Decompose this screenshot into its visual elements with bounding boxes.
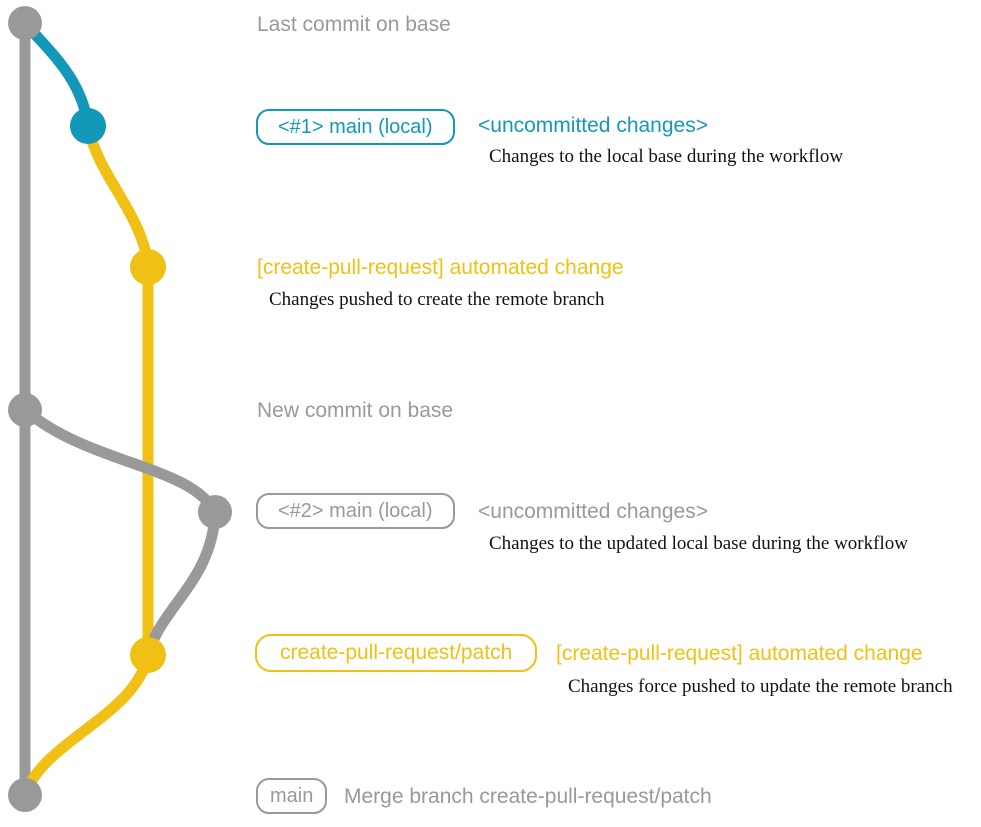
uncommitted-changes-title-2: <uncommitted changes> — [478, 500, 708, 523]
commit-node-local-main-2 — [198, 495, 232, 529]
uncommitted-changes-title-1: <uncommitted changes> — [478, 114, 708, 137]
merge-curve — [19, 649, 154, 799]
local-main-branch-curve — [19, 17, 94, 132]
commit-node-automated-change-2 — [130, 637, 166, 673]
rebase-in-curve — [142, 506, 221, 661]
new-commit-label: New commit on base — [257, 399, 454, 422]
automated-change-desc-2: Changes force pushed to update the remot… — [568, 676, 953, 697]
merge-label: Merge branch create-pull-request/patch — [344, 785, 712, 808]
commit-graph — [8, 6, 232, 812]
uncommitted-changes-desc-2: Changes to the updated local base during… — [489, 533, 908, 554]
commit-node-automated-change-1 — [130, 249, 166, 285]
automated-change-title-2: [create-pull-request] automated change — [556, 642, 923, 665]
branch-badge-main: main — [256, 778, 328, 814]
branch-badge-main-local-2: <#2> main (local) — [256, 493, 455, 529]
commit-node-last-base — [8, 6, 42, 40]
commit-node-local-main-1 — [70, 108, 106, 144]
branch-badge-patch: create-pull-request/patch — [255, 634, 538, 672]
rebase-out-curve — [19, 404, 221, 518]
uncommitted-changes-desc-1: Changes to the local base during the wor… — [489, 146, 844, 167]
automated-change-desc-1: Changes pushed to create the remote bran… — [269, 289, 605, 310]
patch-branch-curve-top — [82, 120, 154, 268]
last-commit-label: Last commit on base — [257, 13, 451, 36]
automated-change-title-1: [create-pull-request] automated change — [257, 256, 624, 279]
commit-node-merge — [8, 778, 42, 812]
branch-badge-main-local-1: <#1> main (local) — [256, 109, 455, 145]
commit-node-new-base — [8, 393, 42, 427]
